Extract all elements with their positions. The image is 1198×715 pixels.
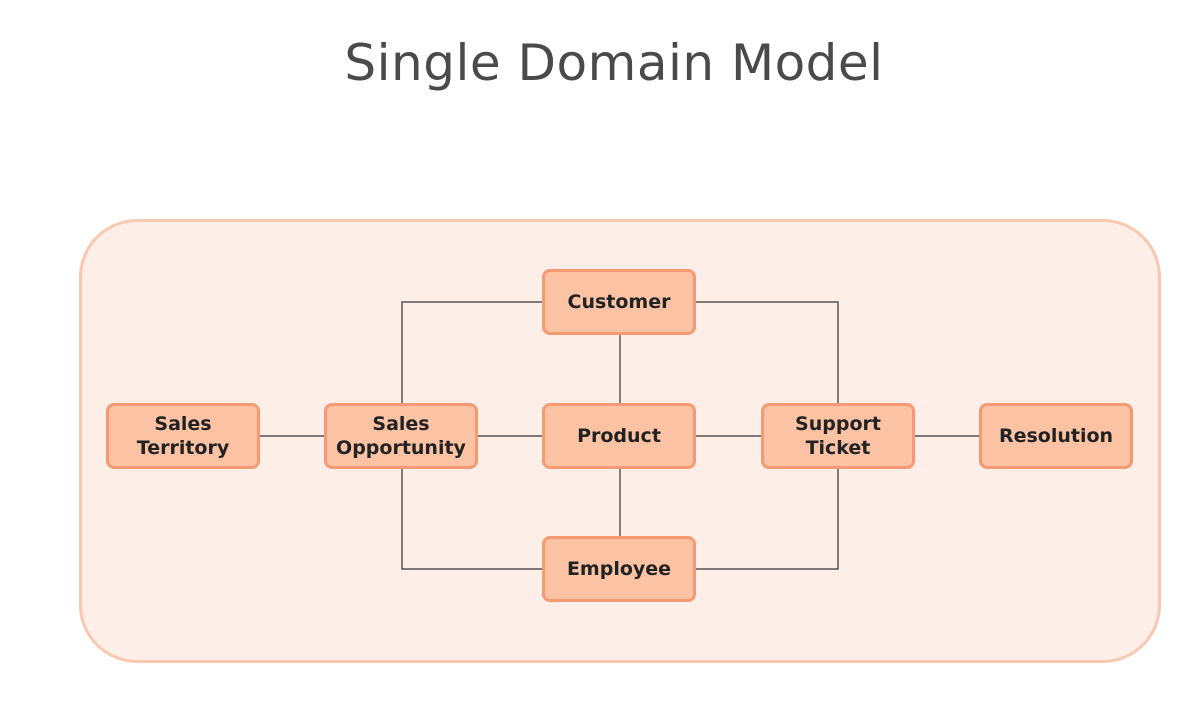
entity-sales-opportunity[interactable]: Sales Opportunity	[324, 403, 478, 469]
connector-opportunity-employee	[401, 469, 542, 570]
entity-label: Employee	[566, 558, 672, 580]
entity-label: Support Ticket	[795, 413, 881, 459]
entity-label: Sales Opportunity	[336, 413, 466, 459]
entity-support-ticket[interactable]: Support Ticket	[761, 403, 915, 469]
entity-sales-territory[interactable]: Sales Territory	[106, 403, 260, 469]
entity-label: Resolution	[998, 425, 1114, 447]
connector-customer-ticket	[696, 301, 839, 403]
entity-label: Product	[577, 425, 661, 447]
entity-employee[interactable]: Employee	[542, 536, 696, 602]
entity-label: Customer	[567, 291, 671, 313]
page-title: Single Domain Model	[344, 34, 884, 92]
entity-customer[interactable]: Customer	[542, 269, 696, 335]
entity-resolution[interactable]: Resolution	[979, 403, 1133, 469]
entity-product[interactable]: Product	[542, 403, 696, 469]
entity-label: Sales Territory	[136, 413, 230, 459]
connector-employee-ticket	[696, 469, 839, 570]
connector-opportunity-customer	[401, 301, 542, 403]
